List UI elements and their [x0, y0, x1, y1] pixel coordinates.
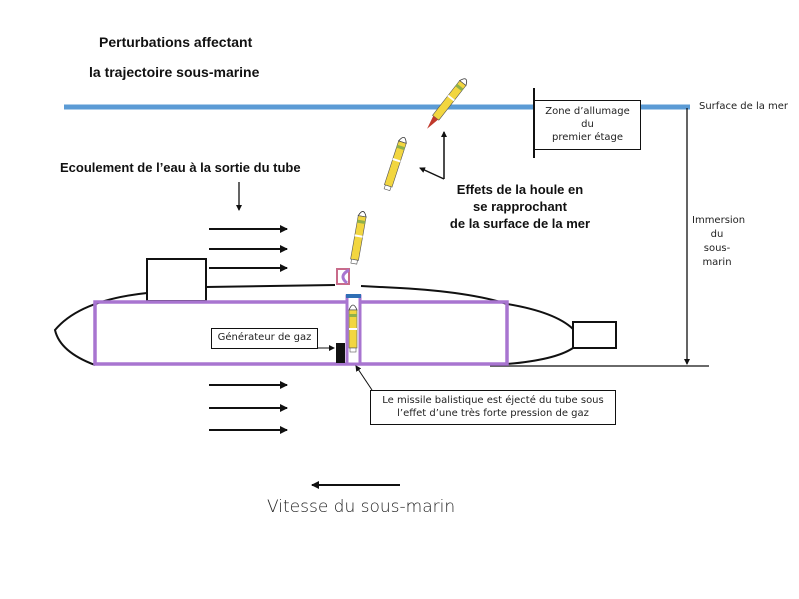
submarine-speed-label: Vitesse du sous-marin [267, 497, 456, 517]
missile-exiting [350, 211, 367, 265]
swell-line-2: se rapprochant [473, 199, 567, 214]
title-line-1: Perturbations affectant [99, 34, 253, 50]
gas-generator-label: Générateur de gaz [211, 328, 318, 349]
submarine-deck [205, 284, 336, 288]
missile-in-tube [348, 304, 358, 353]
hatch-cover-arc [341, 268, 350, 285]
submarine-bow [53, 292, 148, 366]
sea-surface-label: Surface de la mer [699, 101, 789, 112]
swell-line-1: Effets de la houle en [456, 182, 584, 197]
ignition-zone-line-2: du [581, 119, 594, 130]
submarine [53, 258, 617, 366]
swell-line-3: de la surface de la mer [449, 216, 591, 231]
immersion-line-1: Immersion [692, 215, 746, 226]
gas-generator [336, 343, 345, 363]
flame [427, 115, 439, 129]
ignition-zone-line-1: Zone d’allumage [545, 106, 630, 117]
immersion-label: Immersion du sous- marin [692, 214, 746, 270]
immersion-line-3: sous- [703, 243, 731, 254]
ignition-zone-box: Zone d’allumage du premier étage [534, 100, 641, 150]
missile-surfacing [427, 78, 468, 129]
hatch-cover [336, 268, 350, 285]
immersion-line-4: marin [702, 257, 732, 268]
ejection-note: Le missile balistique est éjecté du tube… [370, 390, 616, 425]
swell-effects-label: Effets de la houle en se rapprochant de … [440, 181, 600, 232]
submarine-propeller [572, 321, 617, 349]
ignition-zone-line-3: premier étage [551, 132, 624, 143]
missile-rising [383, 137, 407, 192]
ejection-note-line-2: l’effet d’une très forte pression de gaz [397, 408, 589, 419]
pressure-hull [93, 300, 509, 366]
submarine-stern-bottom [506, 347, 574, 365]
ejection-pointer [355, 365, 373, 391]
immersion-line-2: du [710, 229, 724, 240]
swell-arrow-left [419, 167, 445, 180]
water-flow-label: Ecoulement de l’eau à la sortie du tube [60, 160, 301, 175]
ejection-note-line-1: Le missile balistique est éjecté du tube… [382, 395, 604, 406]
submarine-stern [506, 303, 574, 330]
submarine-sail [146, 258, 207, 302]
title-line-2: la trajectoire sous-marine [89, 64, 260, 80]
tube-hatch [346, 294, 361, 298]
